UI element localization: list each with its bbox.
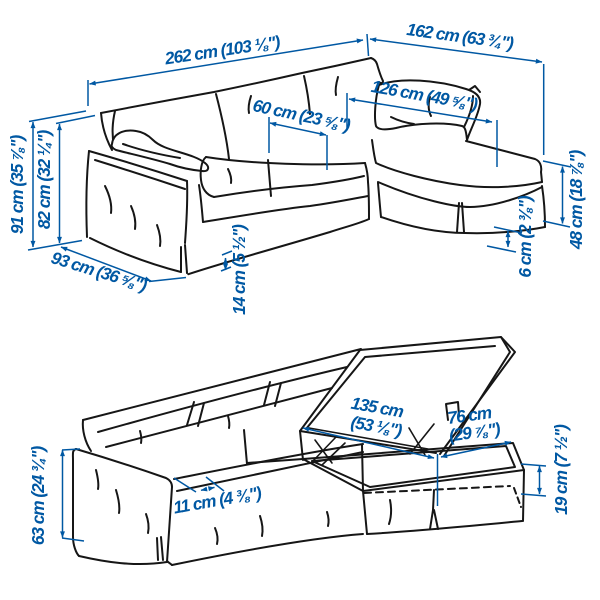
svg-text:63 cm (24 ¾"): 63 cm (24 ¾") xyxy=(28,446,48,546)
svg-text:48 cm (18 ⅞"): 48 cm (18 ⅞") xyxy=(566,150,586,251)
svg-text:82 cm (32 ¼"): 82 cm (32 ¼") xyxy=(34,130,54,230)
svg-text:19 cm (7 ½"): 19 cm (7 ½") xyxy=(551,424,571,515)
svg-text:6 cm (2 ⅜"): 6 cm (2 ⅜") xyxy=(515,195,535,277)
svg-text:91 cm (35 ⅞"): 91 cm (35 ⅞") xyxy=(7,135,27,235)
svg-text:14 cm (5 ½"): 14 cm (5 ½") xyxy=(229,224,249,315)
svg-text:93 cm (36 ⅝"): 93 cm (36 ⅝") xyxy=(49,247,150,295)
svg-text:162 cm (63 ¾"): 162 cm (63 ¾") xyxy=(406,19,516,53)
svg-text:11 cm (4 ⅜"): 11 cm (4 ⅜") xyxy=(172,482,264,517)
